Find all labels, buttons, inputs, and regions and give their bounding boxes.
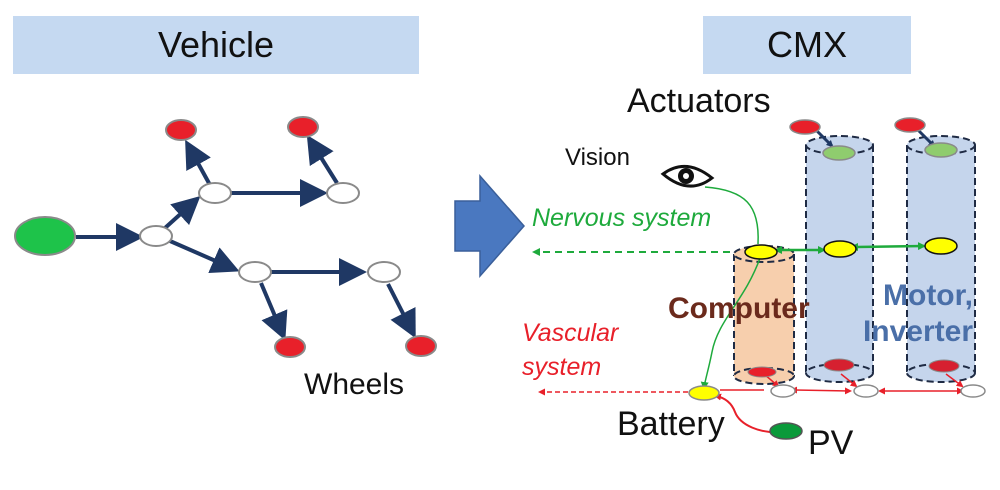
motor-cylinder-1 [805, 135, 874, 383]
vascular-junction [770, 384, 796, 398]
junction-node [238, 261, 272, 283]
actuator-drive-node [924, 142, 958, 158]
motor-power-node [928, 359, 960, 373]
motor-inverter-label: Motor, Inverter [848, 278, 973, 350]
vascular-line-1: Vascular [522, 319, 619, 347]
vascular-junction [960, 384, 986, 398]
motor-node [823, 240, 857, 258]
wheel-node [274, 336, 306, 358]
tree-edge [169, 239, 240, 274]
vehicle-title: Vehicle [13, 16, 419, 74]
vascular-link [790, 386, 852, 395]
vascular-line-2: system [522, 353, 602, 381]
eye-icon [660, 165, 715, 188]
tree-edge [259, 282, 288, 341]
actuators-label: Actuators [627, 82, 771, 120]
motor-line-2: Inverter [862, 315, 973, 348]
battery-node [688, 385, 720, 401]
cmx-diagram [532, 117, 986, 440]
actuator-node [789, 119, 821, 135]
vision-link [704, 186, 759, 245]
vehicle-tree [14, 116, 437, 358]
vision-label: Vision [565, 144, 630, 171]
tree-edge [386, 283, 416, 339]
actuator-drive-node [822, 145, 856, 161]
junction-node [326, 182, 360, 204]
junction-node [139, 225, 173, 247]
vascular-system-label: Vascular system [522, 316, 652, 384]
battery-label: Battery [617, 405, 725, 443]
junction-node [198, 182, 232, 204]
right-arrow-icon [454, 174, 525, 278]
computer-node [744, 244, 778, 260]
pv-link [714, 393, 784, 434]
actuator-link [916, 128, 936, 148]
motor-power-node [823, 358, 855, 372]
motor-node [924, 237, 958, 255]
nervous-link [850, 242, 926, 251]
battery-sense-link [700, 257, 761, 390]
wheel-node [165, 119, 197, 141]
nervous-system-label: Nervous system [532, 204, 712, 232]
pv-node [769, 422, 803, 440]
tree-edge [163, 195, 201, 230]
tree-edge [185, 139, 212, 186]
vascular-junction [853, 384, 879, 398]
wheel-node [287, 116, 319, 138]
cmx-title: CMX [703, 16, 911, 74]
computer-label: Computer [668, 292, 810, 325]
source-node [14, 216, 76, 256]
vascular-link [945, 373, 964, 388]
computer-power-node [747, 366, 777, 378]
wheels-label: Wheels [304, 368, 405, 401]
pv-label: PV [808, 424, 854, 462]
junction-node [367, 261, 401, 283]
vascular-link [840, 373, 858, 388]
motor-line-1: Motor, [883, 279, 973, 312]
actuator-node [894, 117, 926, 133]
tree-edge [306, 134, 339, 185]
wheel-node [405, 335, 437, 357]
actuator-link [814, 128, 834, 148]
